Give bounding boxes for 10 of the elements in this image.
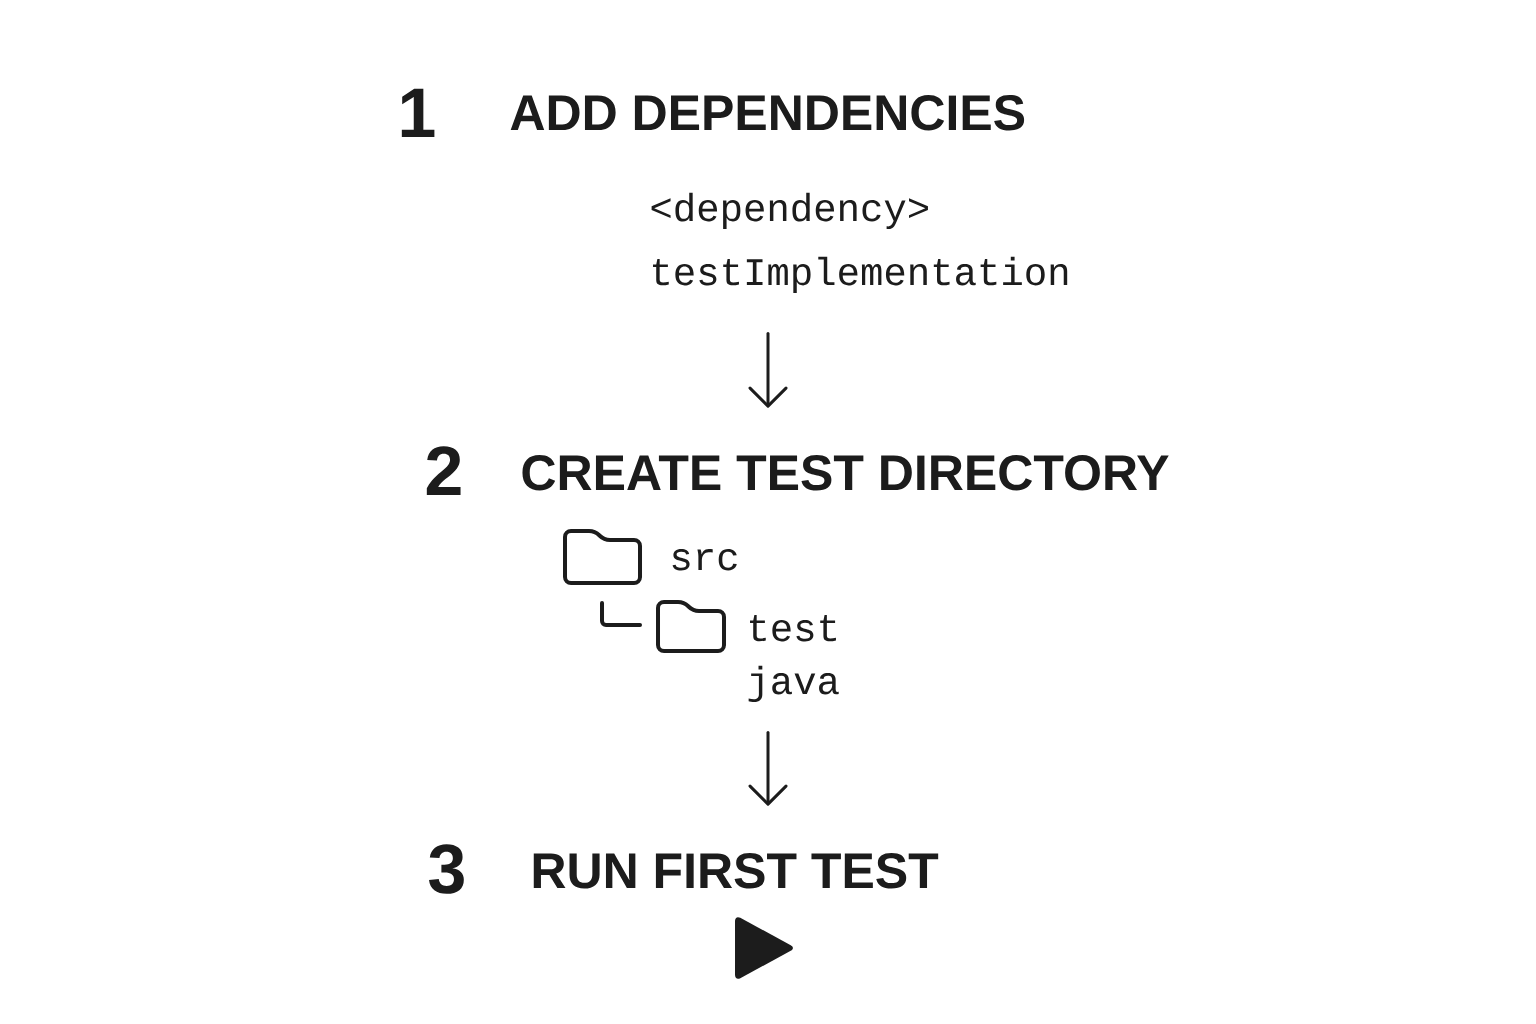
code-line: <dependency> [651,192,928,230]
code-line: testImplementation [653,256,1068,294]
step-number: 2 [426,446,461,495]
step-heading: CREATE TEST DIRECTORY [522,455,1169,491]
folder-name: test java [748,615,839,703]
step-number: 3 [429,844,464,894]
step-heading: ADD DEPENDENCIES [510,95,1025,131]
folder-name: src [672,549,737,571]
step-heading: RUN FIRST TEST [533,853,939,889]
step-number: 1 [401,88,435,137]
